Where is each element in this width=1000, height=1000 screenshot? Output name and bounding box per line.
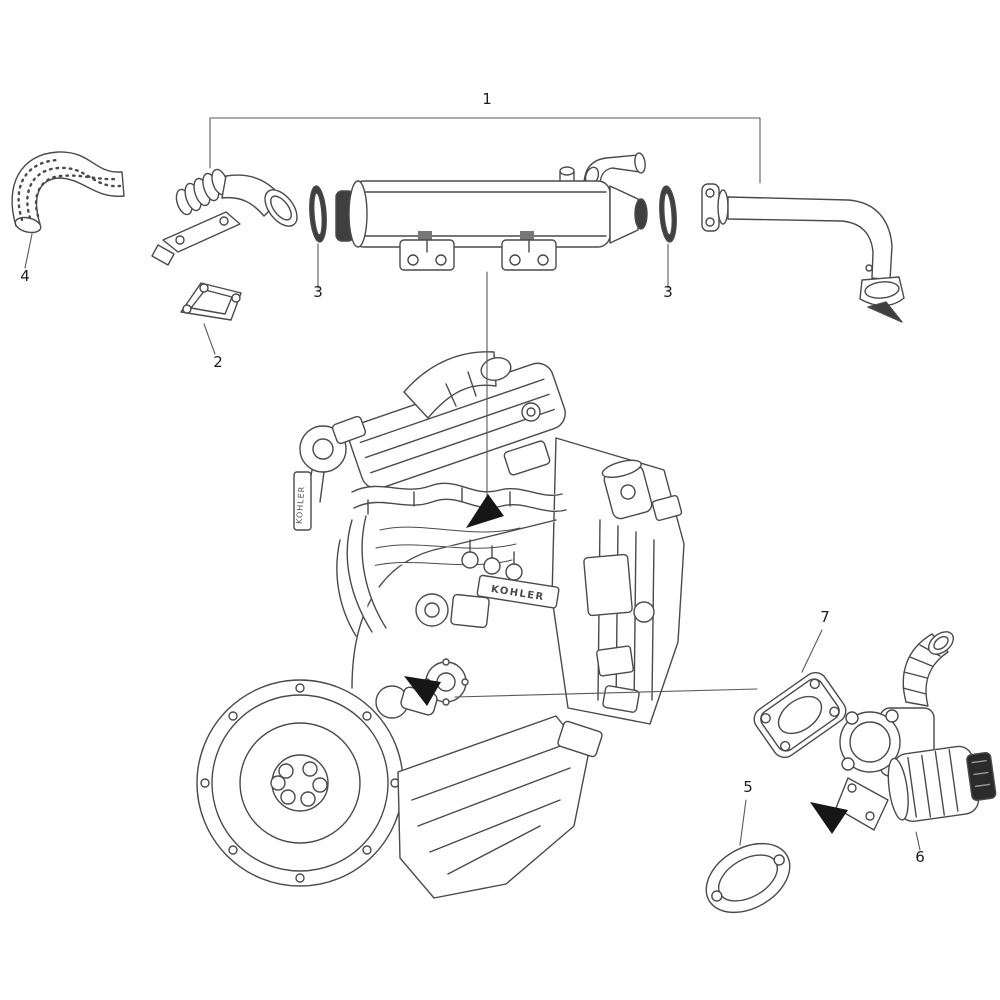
direction-arrows: [404, 494, 848, 834]
callout-3-right: 3: [663, 283, 673, 301]
callout-2: 2: [213, 353, 223, 371]
cooler-direction-arrow: [466, 494, 504, 528]
egr-cooler: [335, 152, 648, 271]
egr-valve-direction-arrow: [810, 802, 848, 834]
seal-ring-right: [659, 185, 677, 243]
callout-7: 7: [820, 608, 830, 626]
leader-lines: [24, 117, 921, 851]
exhaust-elbow-pipe: [151, 168, 298, 266]
leader-line-6: [915, 831, 921, 851]
leader-line-5: [739, 799, 747, 846]
callout-3-left: 3: [313, 283, 323, 301]
callout-5: 5: [743, 778, 753, 796]
brand-plate: KOHLER: [476, 574, 560, 609]
callout-6: 6: [915, 848, 925, 866]
valve-oval-gasket: [705, 842, 791, 914]
egr-valve-assembly: [835, 631, 997, 831]
leader-line-4: [24, 233, 33, 269]
engine-assembly: KOHLER KOHLER: [196, 351, 685, 899]
callout-labels: 1 2 3 3 4 5 6 7: [20, 90, 925, 866]
oil-pan: [397, 715, 589, 899]
valve-actuator: [887, 745, 997, 822]
valve-plate-gasket: [753, 671, 847, 759]
valve-port-direction-arrow: [404, 676, 441, 706]
seal-ring-left: [309, 185, 327, 243]
flywheel: [196, 679, 404, 887]
callout-4: 4: [20, 267, 30, 285]
leader-line-2: [203, 323, 216, 355]
callout-1: 1: [482, 90, 492, 108]
inlet-gasket: [180, 282, 242, 321]
outlet-pipe: [701, 183, 905, 323]
valve-mount-line: [454, 688, 758, 698]
leader-line-1: [209, 117, 761, 184]
leader-line-7: [801, 629, 823, 673]
oil-filler: [601, 459, 653, 520]
egr-mount-port: [423, 658, 469, 706]
turbocharger: [299, 415, 367, 503]
flexible-exhaust-hose: [11, 151, 125, 234]
brand-text-side: KOHLER: [295, 485, 307, 524]
